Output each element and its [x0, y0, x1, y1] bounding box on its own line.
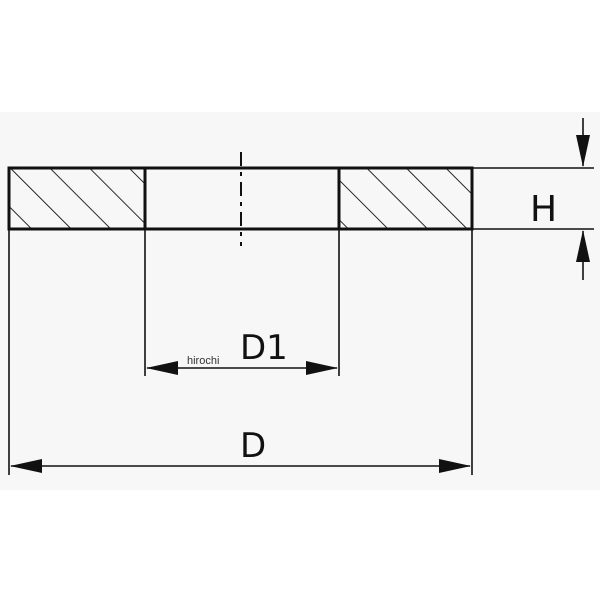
d-arrow-right: [439, 459, 471, 473]
h-arrow-top: [576, 135, 590, 167]
d1-arrow-left: [146, 361, 178, 375]
left-section-hatch: [9, 168, 144, 229]
d-arrow-left: [10, 459, 42, 473]
d-label: D: [240, 426, 266, 466]
d1-label: D1: [240, 328, 288, 368]
washer-outline: [7, 166, 474, 231]
right-section-hatch: [340, 168, 472, 229]
watermark-text: hirochi: [187, 355, 219, 367]
h-label: H: [530, 189, 557, 230]
d1-arrow-right: [306, 361, 338, 375]
h-arrow-bottom: [576, 230, 590, 262]
